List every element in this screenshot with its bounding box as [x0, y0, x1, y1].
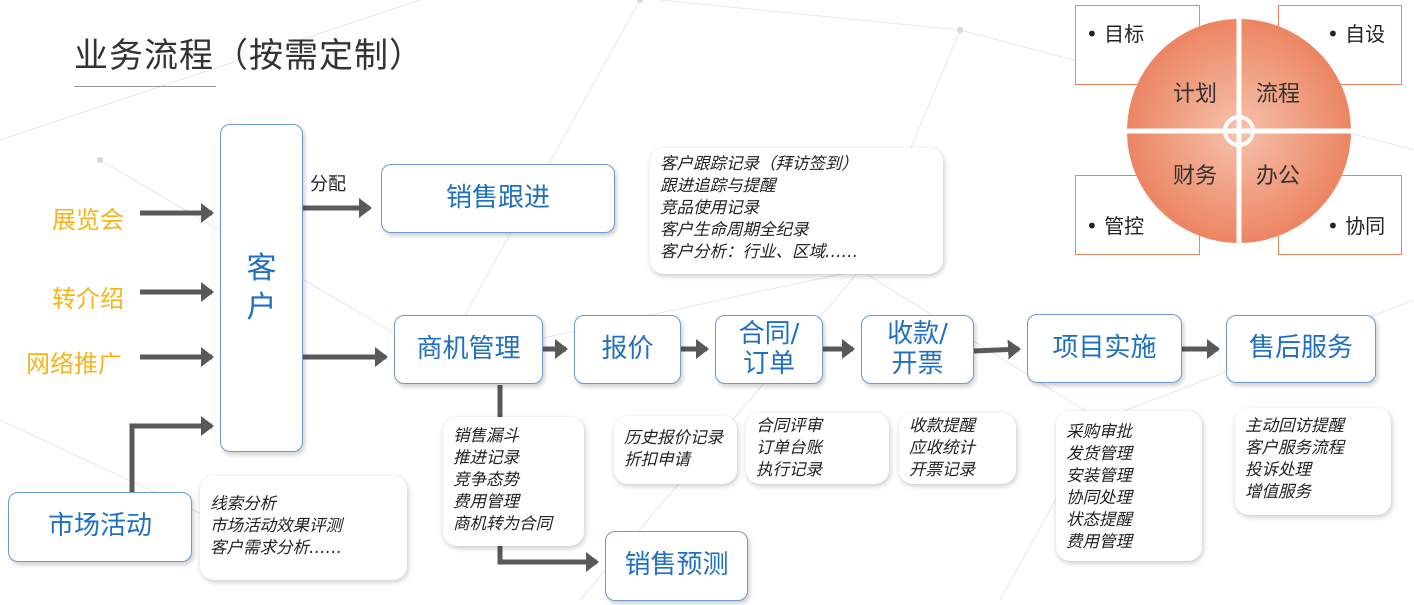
corner-control-label: • 管控 — [1086, 214, 1145, 238]
wheel-process-label: 流程 — [1256, 82, 1301, 107]
flow-implementation-label: 项目实施 — [1052, 332, 1157, 363]
opportunity-notes: 销售漏斗 推进记录 竞争态势 费用管理 商机转为合同 — [443, 417, 584, 546]
opportunity-note-1: 销售漏斗 — [453, 426, 519, 445]
customer-label-1: 客 — [246, 251, 277, 286]
flow-aftersales-box[interactable]: 售后服务 — [1226, 315, 1376, 383]
title-underline — [74, 86, 216, 87]
flow-quote-label: 报价 — [601, 333, 654, 364]
page-title: 业务流程（按需定制） — [74, 36, 424, 76]
market-activity-box[interactable]: 市场活动 — [8, 492, 192, 562]
followup-note-2: 跟进追踪与提醒 — [660, 176, 776, 195]
source-exhibition: 展览会 — [52, 206, 124, 234]
flow-payment-label-2: 开票 — [891, 348, 944, 379]
payment-note-1: 收款提醒 — [909, 416, 975, 435]
flow-opportunity-label: 商机管理 — [416, 333, 521, 364]
contract-note-3: 执行记录 — [756, 460, 822, 479]
payment-notes: 收款提醒 应收统计 开票记录 — [899, 413, 1016, 484]
implementation-note-4: 协同处理 — [1066, 488, 1132, 507]
sales-followup-box[interactable]: 销售跟进 — [381, 164, 615, 233]
market-note-1: 线索分析 — [210, 494, 276, 513]
sales-forecast-box[interactable]: 销售预测 — [605, 531, 748, 601]
market-note-3: 客户需求分析…… — [210, 538, 342, 557]
wheel-center-ring — [1223, 115, 1255, 147]
implementation-notes: 采购审批 发货管理 安装管理 协同处理 状态提醒 费用管理 — [1056, 411, 1202, 561]
implementation-note-2: 发货管理 — [1066, 444, 1132, 463]
aftersales-notes: 主动回访提醒 客户服务流程 投诉处理 增值服务 — [1235, 408, 1391, 515]
opportunity-note-5: 商机转为合同 — [453, 514, 552, 533]
source-online-promotion: 网络推广 — [26, 350, 122, 378]
followup-note-5: 客户分析：行业、区域…… — [660, 242, 858, 261]
wheel-office-label: 办公 — [1256, 164, 1301, 189]
payment-note-3: 开票记录 — [909, 460, 975, 479]
implementation-note-5: 状态提醒 — [1066, 510, 1132, 529]
source-referral: 转介绍 — [52, 285, 124, 313]
sales-followup-notes: 客户跟踪记录（拜访签到） 跟进追踪与提醒 竞品使用记录 客户生命周期全纪录 客户… — [650, 148, 943, 274]
followup-note-4: 客户生命周期全纪录 — [660, 220, 809, 239]
corner-collab-label: • 协同 — [1327, 214, 1386, 238]
payment-note-2: 应收统计 — [909, 438, 975, 457]
corner-custom-label: • 自设 — [1327, 22, 1386, 46]
assign-label: 分配 — [310, 174, 346, 195]
flow-quote-box[interactable]: 报价 — [574, 315, 681, 384]
flow-payment-label-1: 收款/ — [887, 318, 948, 349]
implementation-note-6: 费用管理 — [1066, 532, 1132, 551]
flow-payment-box[interactable]: 收款/ 开票 — [861, 315, 974, 384]
aftersales-note-2: 客户服务流程 — [1245, 438, 1344, 457]
opportunity-note-2: 推进记录 — [453, 448, 519, 467]
contract-note-1: 合同评审 — [756, 416, 822, 435]
corner-goal-label: • 目标 — [1086, 22, 1145, 46]
flow-contract-label-2: 订单 — [742, 348, 795, 379]
flow-aftersales-label: 售后服务 — [1248, 333, 1353, 364]
followup-note-1: 客户跟踪记录（拜访签到） — [660, 154, 858, 173]
implementation-note-1: 采购审批 — [1066, 422, 1132, 441]
implementation-note-3: 安装管理 — [1066, 466, 1132, 485]
quote-notes: 历史报价记录 折扣申请 — [614, 416, 737, 484]
wheel-plan-label: 计划 — [1173, 82, 1218, 107]
customer-box[interactable]: 客 户 — [220, 124, 303, 452]
aftersales-note-1: 主动回访提醒 — [1245, 416, 1344, 435]
quote-note-1: 历史报价记录 — [624, 428, 723, 447]
quote-note-2: 折扣申请 — [624, 450, 690, 469]
flow-implementation-box[interactable]: 项目实施 — [1027, 314, 1182, 383]
opportunity-note-3: 竞争态势 — [453, 470, 519, 489]
flow-contract-label-1: 合同/ — [738, 318, 800, 349]
market-note-2: 市场活动效果评测 — [210, 516, 342, 535]
customer-label-2: 户 — [246, 290, 277, 325]
contract-note-2: 订单台账 — [756, 438, 822, 457]
market-activity-notes: 线索分析 市场活动效果评测 客户需求分析…… — [200, 476, 407, 580]
flow-contract-box[interactable]: 合同/ 订单 — [715, 315, 823, 384]
flow-opportunity-box[interactable]: 商机管理 — [394, 315, 543, 384]
followup-note-3: 竞品使用记录 — [660, 198, 759, 217]
aftersales-note-4: 增值服务 — [1245, 482, 1311, 501]
wheel-finance-label: 财务 — [1173, 164, 1218, 189]
opportunity-note-4: 费用管理 — [453, 492, 519, 511]
aftersales-note-3: 投诉处理 — [1245, 460, 1311, 479]
management-wheel — [1126, 18, 1352, 244]
contract-notes: 合同评审 订单台账 执行记录 — [746, 413, 889, 484]
